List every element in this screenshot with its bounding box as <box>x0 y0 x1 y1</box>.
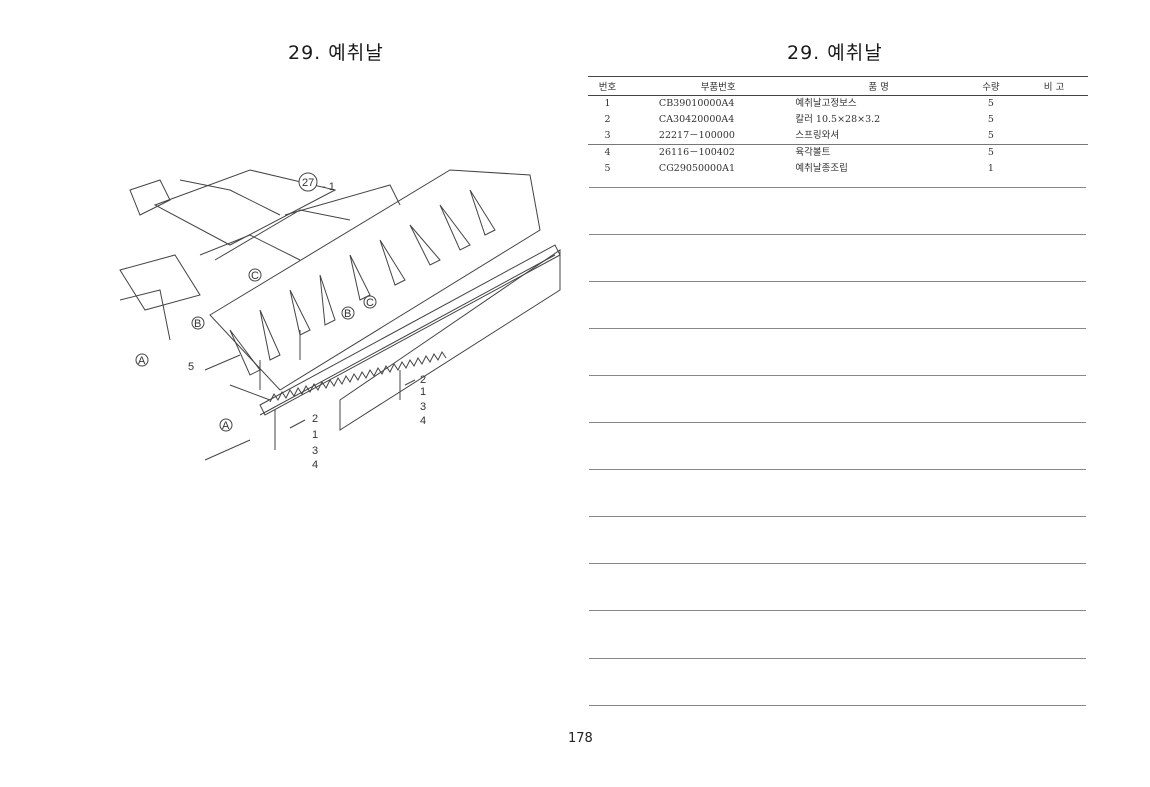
cell-part-no: CG29050000A1 <box>658 163 736 174</box>
table-row: 2 CA30420000A4 칼러 10.5×28×3.2 5 <box>588 112 1088 128</box>
callout-item-1b: 1 <box>312 429 318 441</box>
callout-27-suffix: - 1 <box>322 181 335 193</box>
parts-diagram: 27 - 1 A B B C C A 5 2 1 3 4 2 1 3 4 <box>100 160 570 480</box>
cell-part-no: CA30420000A4 <box>658 114 735 125</box>
callout-item-4b: 4 <box>312 459 318 471</box>
ruled-line <box>589 610 1086 611</box>
table-header-row: 번호 부품번호 품 명 수량 비 고 <box>588 76 1088 96</box>
callout-item-3b: 3 <box>312 445 318 457</box>
table-row: 4 26116－100402 육각볼트 5 <box>588 144 1088 161</box>
cell-qty: 5 <box>987 114 994 125</box>
cell-no: 5 <box>604 163 611 174</box>
cell-note <box>1020 112 1088 128</box>
page-number: 178 <box>568 731 593 746</box>
cell-note <box>1020 128 1088 145</box>
callout-a-circle <box>135 353 149 367</box>
cell-no: 1 <box>604 98 611 109</box>
callout-a2-circle <box>219 418 233 432</box>
callout-b-circle <box>191 316 205 330</box>
cell-name: 스프링와셔 <box>795 130 840 141</box>
cell-qty: 5 <box>987 98 994 109</box>
ruled-line <box>589 281 1086 282</box>
callout-item-3a: 3 <box>420 401 426 413</box>
callout-item-2b: 2 <box>312 413 318 425</box>
ruled-line <box>589 234 1086 235</box>
callout-27: 27 <box>302 177 314 189</box>
ruled-line <box>589 563 1086 564</box>
parts-table: 번호 부품번호 품 명 수량 비 고 1 CB39010000A4 예취날고정보… <box>588 76 1088 177</box>
callout-b2-circle <box>341 306 355 320</box>
page-title-left: 29. 예취날 <box>288 42 384 64</box>
callout-item-5: 5 <box>188 361 194 373</box>
callout-b2: B <box>344 308 351 320</box>
callout-c: C <box>251 270 259 282</box>
col-header-part-no: 부품번호 <box>626 76 778 96</box>
cutter-blade-drawing: 27 - 1 A B B C C A 5 2 1 3 4 2 1 3 4 <box>119 169 561 471</box>
cell-name: 칼러 10.5×28×3.2 <box>795 114 881 125</box>
cell-note <box>1020 161 1088 177</box>
col-header-note: 비 고 <box>1020 76 1088 96</box>
cell-qty: 5 <box>961 144 1021 161</box>
callout-item-2a: 2 <box>420 374 426 386</box>
col-header-no: 번호 <box>588 76 627 96</box>
callout-item-4a: 4 <box>420 415 426 427</box>
callout-item-1a: 1 <box>420 386 426 398</box>
callout-c-circle <box>248 268 262 282</box>
ruled-line <box>589 422 1086 423</box>
cell-name: 예취날종조립 <box>795 163 848 174</box>
cell-part-no: 26116－100402 <box>626 144 778 161</box>
callout-b: B <box>194 318 201 330</box>
callout-a2: A <box>222 420 230 432</box>
cell-qty: 5 <box>987 130 994 141</box>
callout-c2-circle <box>363 295 377 309</box>
table-row: 3 22217－100000 스프링와셔 5 <box>588 128 1088 145</box>
ruled-line <box>589 187 1086 188</box>
table-row: 5 CG29050000A1 예취날종조립 1 <box>588 161 1088 177</box>
cell-no: 3 <box>604 130 611 141</box>
ruled-line <box>589 328 1086 329</box>
cell-part-no: CB39010000A4 <box>658 98 735 109</box>
cell-note <box>1020 96 1088 113</box>
ruled-line <box>589 516 1086 517</box>
cell-name: 예취날고정보스 <box>795 98 857 109</box>
ruled-line <box>589 705 1086 706</box>
ruled-line <box>589 469 1086 470</box>
callout-a: A <box>138 355 146 367</box>
cell-name: 육각볼트 <box>777 144 962 161</box>
cell-part-no: 22217－100000 <box>658 130 735 141</box>
table-row: 1 CB39010000A4 예취날고정보스 5 <box>588 96 1088 113</box>
col-header-qty: 수량 <box>961 76 1021 96</box>
callout-27-circle <box>298 172 318 192</box>
col-header-name: 품 명 <box>777 76 962 96</box>
ruled-line <box>589 375 1086 376</box>
ruled-line <box>589 658 1086 659</box>
cell-no: 4 <box>588 144 627 161</box>
page-title-right: 29. 예취날 <box>787 42 883 64</box>
cell-qty: 1 <box>987 163 994 174</box>
callout-c2: C <box>366 297 374 309</box>
cell-no: 2 <box>604 114 611 125</box>
cell-note <box>1020 144 1088 161</box>
